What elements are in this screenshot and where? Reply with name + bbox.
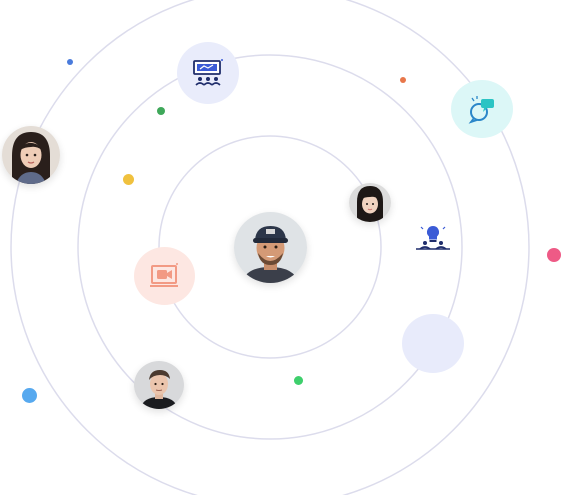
chat-bubble-icon bbox=[468, 96, 494, 124]
video-bubble bbox=[134, 247, 195, 305]
woman-right-avatar bbox=[349, 183, 391, 222]
center-man-avatar bbox=[234, 212, 307, 283]
dot-yellow bbox=[123, 174, 134, 185]
dot-green bbox=[157, 107, 165, 115]
empty-bubble bbox=[402, 314, 464, 373]
dot-blue bbox=[67, 59, 73, 65]
orbit-outer bbox=[10, 0, 530, 495]
man-bottom-avatar bbox=[134, 361, 184, 409]
dot-lightgreen bbox=[294, 376, 303, 385]
orbit-middle bbox=[77, 54, 463, 440]
woman-left-avatar bbox=[2, 126, 60, 184]
presentation-board-icon bbox=[193, 59, 223, 86]
dot-sky bbox=[22, 388, 37, 403]
idea-bulb-icon bbox=[416, 225, 450, 250]
dot-orange bbox=[400, 77, 406, 83]
video-call-icon bbox=[149, 263, 178, 287]
chat-bubble bbox=[451, 80, 513, 138]
presentation-bubble bbox=[177, 42, 239, 104]
dot-pink bbox=[547, 248, 561, 262]
